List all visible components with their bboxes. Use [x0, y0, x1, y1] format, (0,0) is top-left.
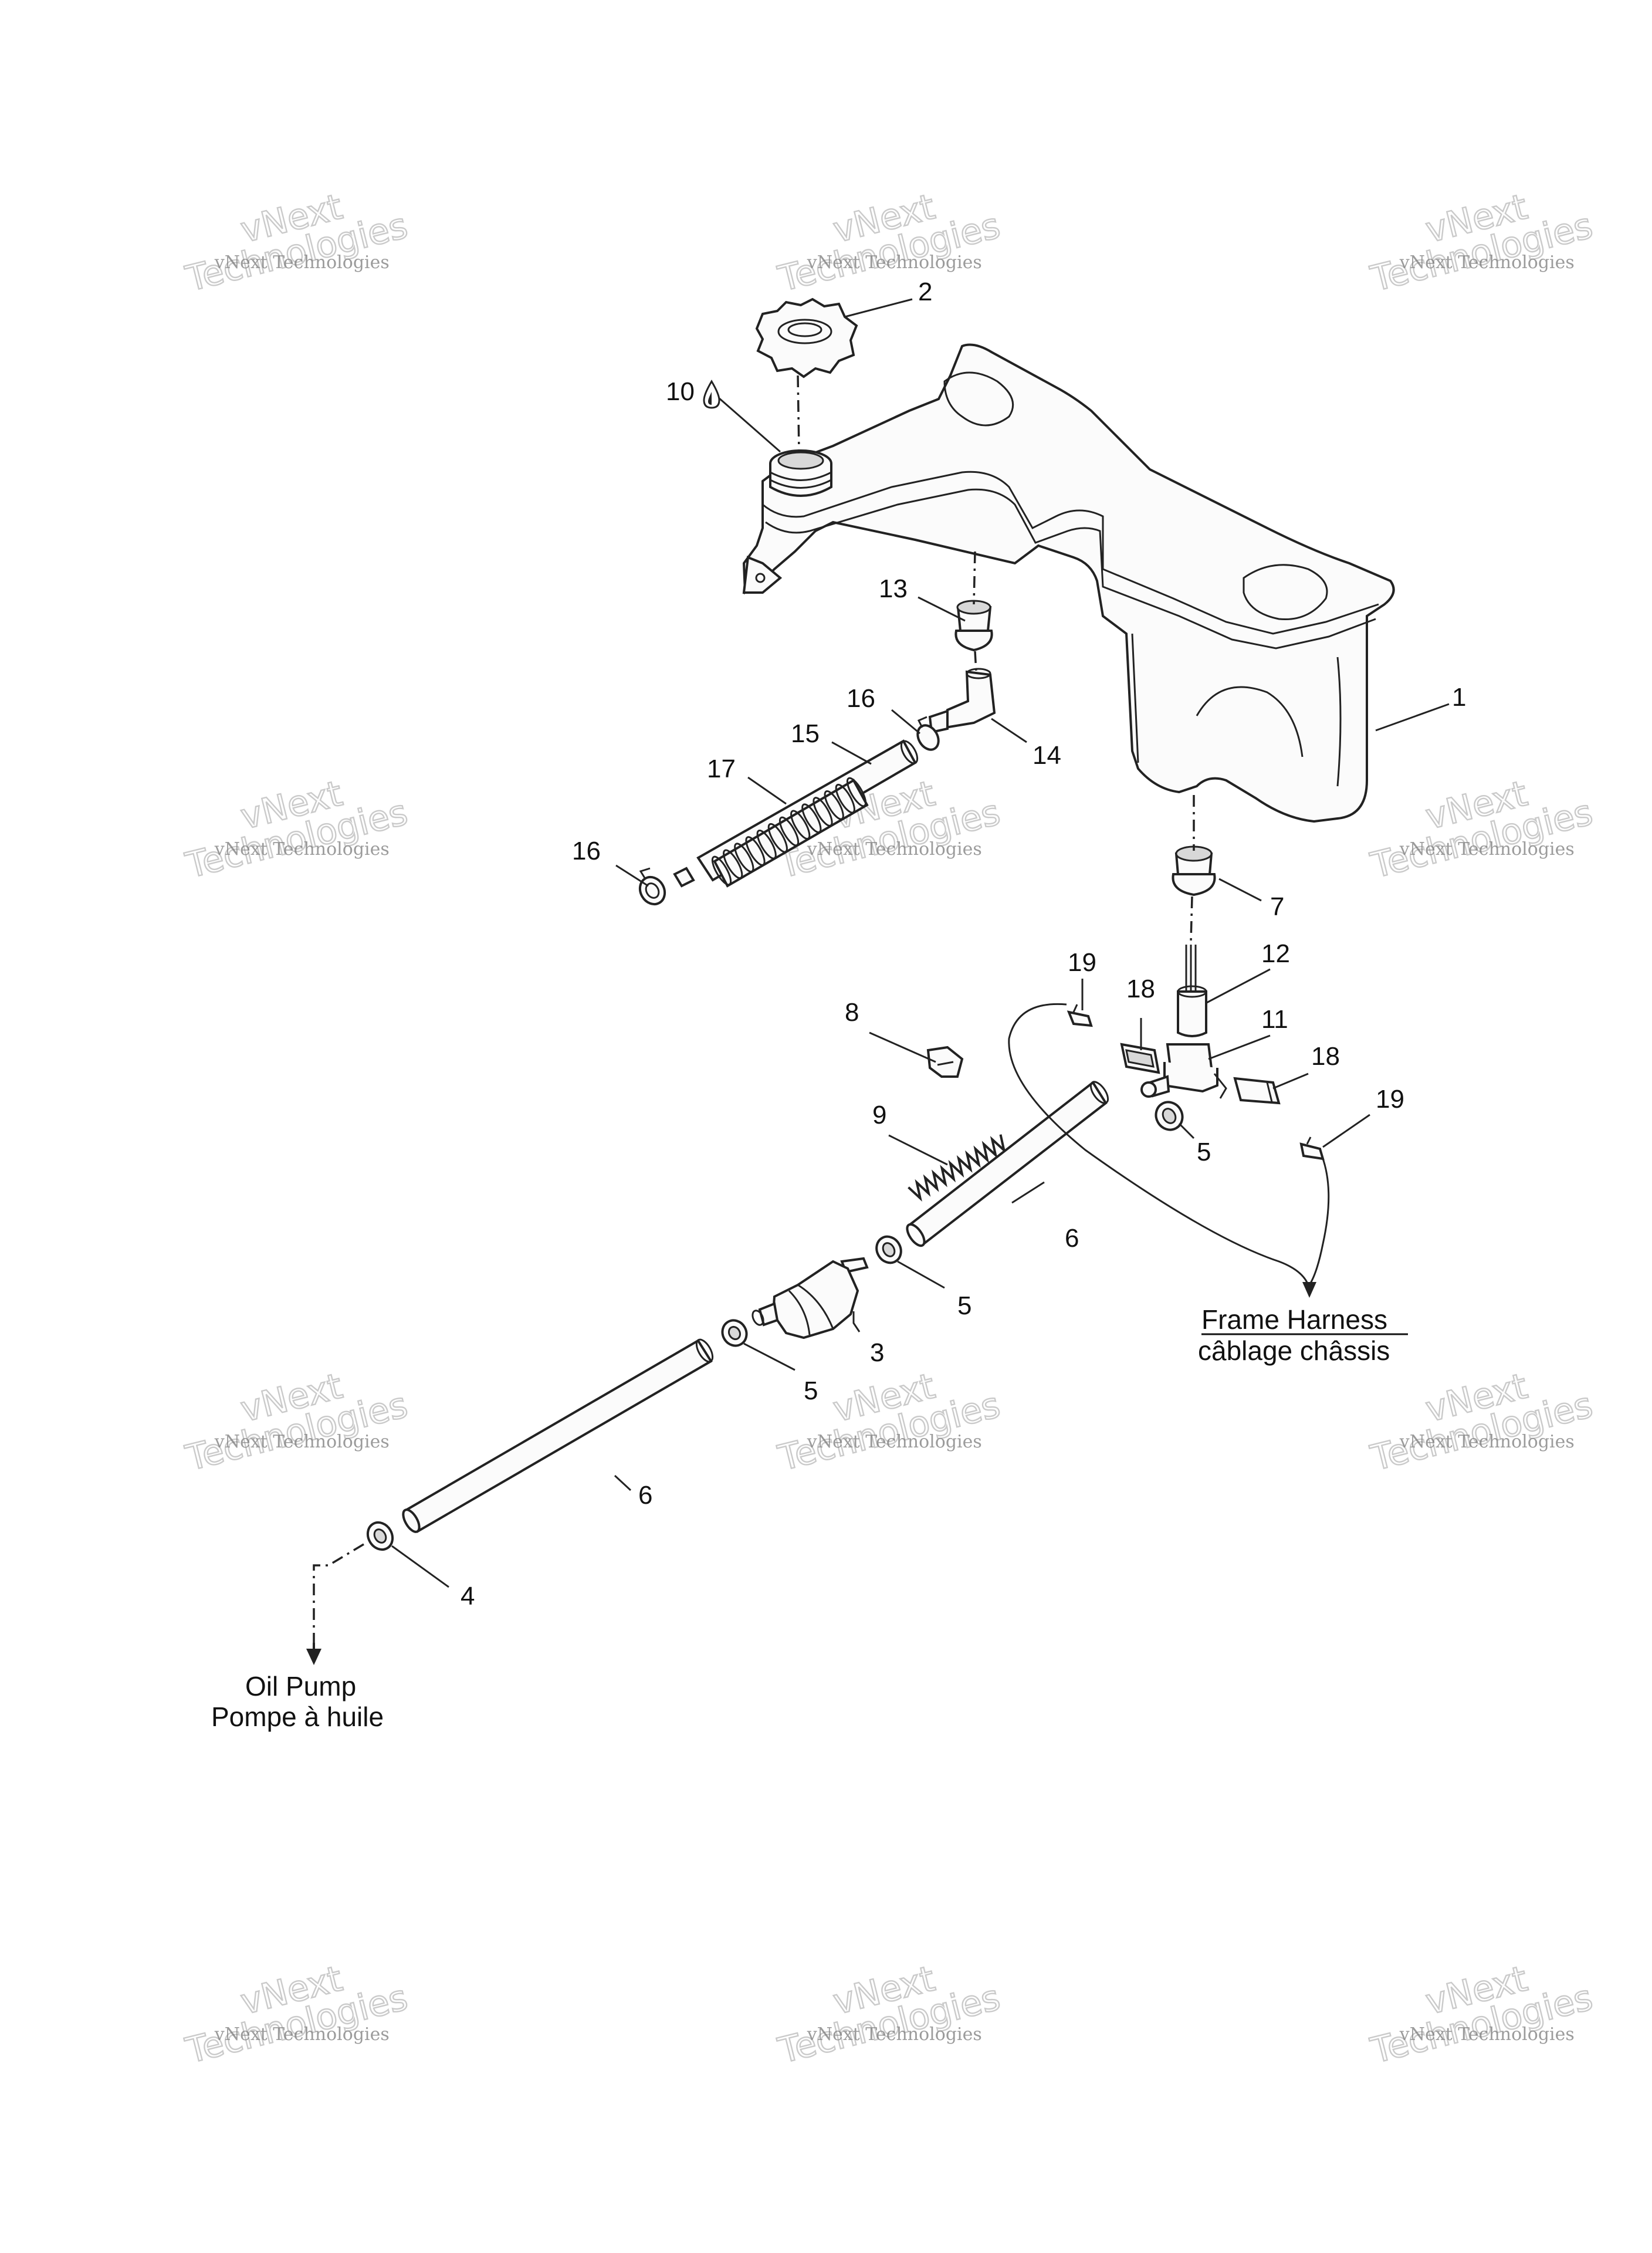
sleeve-coil [790, 810, 811, 840]
callout-13: 13 [879, 574, 908, 603]
callout-18-left: 18 [1126, 975, 1155, 1003]
callout-4: 4 [461, 1582, 475, 1611]
watermark-text: vNext Technologies [214, 839, 390, 860]
callout-5-top: 5 [1197, 1138, 1211, 1166]
sleeve-coil [778, 816, 800, 847]
callout-7: 7 [1270, 892, 1284, 921]
watermark-text: vNext Technologies [807, 2024, 982, 2045]
callout-5-middle: 5 [957, 1291, 971, 1320]
watermark-text: vNext Technologies [1399, 1432, 1575, 1452]
callout-18-right: 18 [1311, 1042, 1340, 1071]
frame-harness-note: Frame Harness câblage châssis [1198, 1304, 1408, 1366]
hose-clamp-5-top [1155, 1101, 1184, 1131]
oil-tank [742, 343, 1395, 823]
callout-14: 14 [1032, 741, 1061, 770]
oil-pump-note: Oil Pump Pompe à huile [211, 1671, 384, 1732]
leader-lines [391, 298, 1450, 1588]
sleeve-coil [846, 777, 867, 807]
grommet-13 [954, 600, 993, 652]
sleeve-coil [745, 836, 766, 866]
terminal-19-left [1067, 1004, 1093, 1027]
tee-fitting-11 [1140, 1043, 1227, 1099]
sleeve-coil [835, 783, 855, 814]
callout-10: 10 [666, 377, 695, 406]
sleeve-coil [756, 829, 777, 860]
callout-6-upper: 6 [1065, 1224, 1079, 1253]
callout-8: 8 [845, 998, 859, 1027]
watermark-text: vNext Technologies [1399, 839, 1575, 860]
terminal-19-right [1299, 1136, 1325, 1161]
hose-6-lower [402, 1338, 714, 1533]
oil-drop-icon [703, 380, 720, 409]
oil-filter-3 [751, 1257, 869, 1339]
hose-clamp-5-lower [721, 1319, 748, 1347]
pompe-a-huile-label: Pompe à huile [211, 1701, 384, 1732]
oil-pump-label: Oil Pump [245, 1671, 356, 1701]
spring-sleeve-17 [711, 777, 869, 888]
watermark-text: vNext Technologies [214, 252, 390, 273]
callout-5-lower: 5 [804, 1376, 818, 1405]
sleeve-coil [801, 803, 822, 834]
callout-12: 12 [1261, 939, 1290, 968]
connector-18-left [1120, 1043, 1160, 1074]
sleeve-coil [813, 797, 833, 827]
callout-2: 2 [918, 278, 932, 306]
spring-9 [908, 1134, 1006, 1202]
callout-17: 17 [707, 755, 736, 783]
watermark-text: vNext Technologies [807, 1432, 982, 1452]
spring-coil [908, 1134, 1006, 1202]
watermark-text: vNext Technologies [807, 839, 982, 860]
callout-1: 1 [1452, 683, 1466, 712]
callout-labels: 1 2 3 4 5 5 5 6 6 7 8 9 10 11 12 13 14 1… [461, 278, 1466, 1611]
callout-9: 9 [872, 1101, 886, 1129]
callout-6-lower: 6 [638, 1481, 652, 1510]
callout-3: 3 [870, 1338, 884, 1367]
sleeve-coil [723, 849, 743, 879]
sleeve-coil [734, 843, 754, 873]
sleeve-coil [767, 823, 788, 853]
callout-16-top: 16 [847, 684, 875, 713]
frame-harness-wiring [1008, 1003, 1330, 1298]
oil-level-sensor-12 [1177, 945, 1207, 1037]
watermark-text: vNext Technologies [1399, 252, 1575, 273]
grommet-7 [1172, 845, 1216, 897]
callout-19-left: 19 [1068, 948, 1096, 977]
hose-clamp-4 [366, 1521, 394, 1551]
oil-pump-arrow [306, 1643, 321, 1665]
watermark-text: vNext Technologies [214, 2024, 390, 2045]
callout-16-bottom: 16 [572, 837, 601, 865]
callout-15: 15 [791, 719, 820, 748]
watermark-text: vNext Technologies [807, 252, 982, 273]
hose-clamp-16-top [916, 716, 940, 751]
callout-19-right: 19 [1376, 1085, 1404, 1114]
hose-6-upper [906, 1081, 1109, 1247]
hose-clamp-16-bottom [638, 867, 695, 906]
assembly-centerlines [313, 375, 1195, 1643]
sleeve-coil [824, 790, 844, 820]
frame-harness-label: Frame Harness [1201, 1304, 1387, 1335]
watermark-text: vNext Technologies [1399, 2024, 1575, 2045]
sleeve-coil [711, 855, 732, 886]
elbow-fitting-14 [928, 668, 996, 734]
connector-18-right [1233, 1077, 1281, 1105]
filler-cap [755, 297, 858, 378]
cablage-chassis-label: câblage châssis [1198, 1335, 1390, 1366]
callout-11: 11 [1261, 1005, 1288, 1034]
hose-clamp-5-middle [875, 1235, 902, 1264]
hose-clip-8 [926, 1046, 964, 1078]
watermark-text: vNext Technologies [214, 1432, 390, 1452]
